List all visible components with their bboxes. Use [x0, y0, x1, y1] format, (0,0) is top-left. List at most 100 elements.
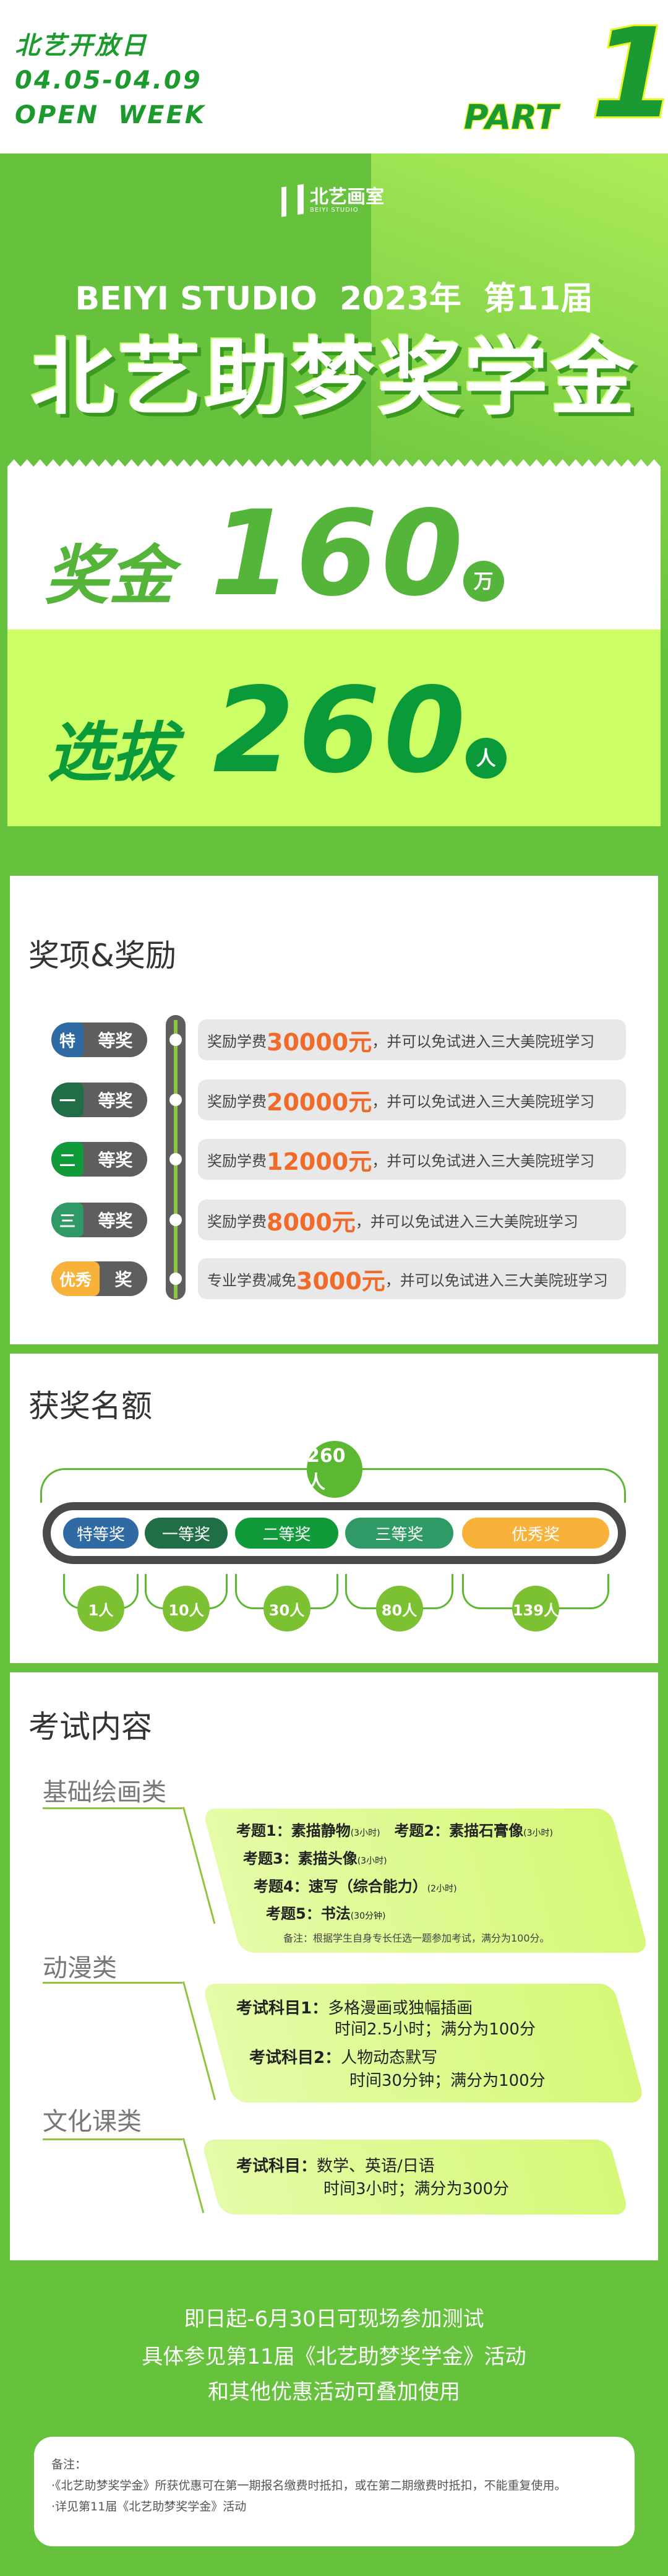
reward-prefix: 奖励学费: [207, 1212, 267, 1230]
reward-prefix: 奖励学费: [207, 1152, 267, 1170]
award-badge: 一 等奖: [51, 1083, 147, 1117]
quota-pill: 一等奖: [145, 1518, 228, 1549]
award-tag: 二: [51, 1142, 84, 1177]
award-tag: 三: [51, 1203, 84, 1237]
exam-q3: 考题3：素描头像(3小时): [243, 1850, 387, 1867]
exam-title: 考试内容: [28, 1709, 152, 1745]
award-badge: 三 等奖: [51, 1203, 147, 1237]
award-tag: 特: [51, 1022, 84, 1057]
exam-basic-note: 备注：根据学生自身专长任选一题参加考试，满分为100分。: [283, 1932, 550, 1944]
quota-pill: 优秀奖: [462, 1518, 609, 1549]
culture-subject-detail: 时间3小时；满分为300分: [323, 2180, 510, 2198]
reward-amount: 8000元: [267, 1208, 356, 1236]
header: [0, 0, 668, 153]
reward-prefix: 奖励学费: [207, 1032, 267, 1050]
reward-suffix: ，并可以免试进入三大美院班学习: [372, 1152, 595, 1170]
quota-pill: 二等奖: [235, 1518, 338, 1549]
anime-subject-2-detail: 时间30分钟；满分为100分: [349, 2072, 546, 2090]
cta-line-3: 和其他优惠活动可叠加使用: [208, 2380, 460, 2405]
award-rank: 等奖: [98, 1091, 133, 1111]
quota-count: 80人: [375, 1586, 423, 1632]
reward-amount: 12000元: [267, 1148, 372, 1175]
logo-mark-icon: [281, 184, 304, 217]
award-badge: 优秀 奖: [51, 1261, 147, 1296]
prize-total: 奖金 160 万: [45, 495, 504, 613]
hero-subtitle: BEIYI STUDIO 2023年 第11届: [75, 280, 593, 318]
exam-q5: 考题5：书法(30分钟): [266, 1905, 386, 1922]
event-dates: 04.05-04.09: [15, 66, 202, 95]
select-unit: 人: [465, 738, 507, 779]
note-item: ·详见第11届《北艺助梦奖学金》活动: [51, 2500, 247, 2513]
part-number: 1: [589, 11, 668, 138]
prize-unit: 万: [463, 561, 504, 602]
award-badge: 特 等奖: [51, 1022, 147, 1057]
quota-count: 1人: [77, 1586, 124, 1632]
select-band: [7, 629, 661, 826]
timeline-dot: [169, 1034, 182, 1046]
studio-logo: 北艺画室 BEIYI STUDIO: [281, 184, 384, 217]
reward-amount: 20000元: [267, 1088, 372, 1116]
event-title: 北艺开放日: [15, 32, 148, 60]
awards-title: 奖项&奖励: [28, 938, 176, 974]
timeline-dot: [169, 1214, 182, 1226]
culture-exam-box: [200, 2140, 630, 2215]
anime-subject-1-detail: 时间2.5小时；满分为100分: [335, 2020, 536, 2039]
reward-suffix: ，并可以免试进入三大美院班学习: [372, 1032, 595, 1050]
reward-suffix: ，并可以免试进入三大美院班学习: [372, 1092, 595, 1110]
award-tag: 一: [51, 1083, 84, 1117]
total-count: 260人: [307, 1441, 362, 1498]
part-label: PART: [463, 97, 559, 138]
award-tag: 优秀: [51, 1261, 100, 1296]
quota-count: 139人: [512, 1586, 559, 1632]
category-culture: 文化课类: [43, 2107, 142, 2136]
award-rank: 等奖: [98, 1150, 133, 1170]
prize-value: 160: [210, 485, 467, 622]
cta-line-1: 即日起-6月30日可现场参加测试: [184, 2307, 484, 2332]
prize-band: [7, 459, 661, 629]
reward-amount: 3000元: [296, 1267, 385, 1295]
category-anime: 动漫类: [43, 1954, 117, 1982]
logo-en: BEIYI STUDIO: [310, 206, 359, 214]
award-rank: 等奖: [98, 1211, 133, 1231]
timeline-dot: [169, 1094, 182, 1106]
reward-suffix: ，并可以免试进入三大美院班学习: [355, 1212, 578, 1230]
hero-title: 北艺助梦奖学金: [31, 329, 637, 427]
award-rank: 奖: [114, 1269, 132, 1290]
quota-title: 获奖名额: [28, 1388, 152, 1424]
reward-prefix: 奖励学费: [207, 1092, 267, 1110]
timeline-dot: [169, 1273, 182, 1285]
logo-cn: 北艺画室: [310, 186, 384, 208]
award-badge: 二 等奖: [51, 1142, 147, 1177]
category-culture-underline: [43, 2138, 182, 2140]
anime-subject-2: 考试科目2：人物动态默写: [249, 2049, 438, 2067]
category-basic-underline: [43, 1807, 182, 1809]
reward-prefix: 专业学费减免: [207, 1271, 296, 1289]
reward-suffix: ，并可以免试进入三大美院班学习: [385, 1271, 608, 1289]
quota-count: 10人: [163, 1586, 210, 1632]
select-total: 选拔 260 人: [47, 672, 507, 790]
quota-count: 30人: [263, 1586, 310, 1632]
award-rank: 等奖: [98, 1031, 133, 1051]
culture-subject: 考试科目：数学、英语/日语: [236, 2157, 435, 2176]
prize-label: 奖金: [45, 538, 174, 613]
select-label: 选拔: [47, 715, 176, 790]
event-week: OPEN WEEK: [15, 101, 206, 129]
exam-q4: 考题4：速写（综合能力）(2小时): [254, 1878, 457, 1895]
category-anime-underline: [43, 1982, 182, 1984]
cta-line-2: 具体参见第11届《北艺助梦奖学金》活动: [142, 2345, 526, 2369]
quota-pill: 三等奖: [345, 1518, 453, 1549]
note-box: 备注： ·《北艺助梦奖学金》所获优惠可在第一期报名缴费时抵扣，或在第二期缴费时抵…: [34, 2437, 635, 2546]
anime-subject-1: 考试科目1：多格漫画或独幅插画: [236, 1999, 473, 2018]
note-item: ·《北艺助梦奖学金》所获优惠可在第一期报名缴费时抵扣，或在第二期缴费时抵扣，不能…: [51, 2479, 567, 2492]
exam-q1-q2: 考题1：素描静物(3小时) 考题2：素描石膏像(3小时): [236, 1822, 553, 1839]
quota-pill: 特等奖: [63, 1518, 139, 1549]
timeline-dot: [169, 1153, 182, 1165]
select-value: 260: [213, 662, 469, 799]
category-basic: 基础绘画类: [43, 1778, 166, 1807]
reward-amount: 30000元: [267, 1028, 372, 1056]
